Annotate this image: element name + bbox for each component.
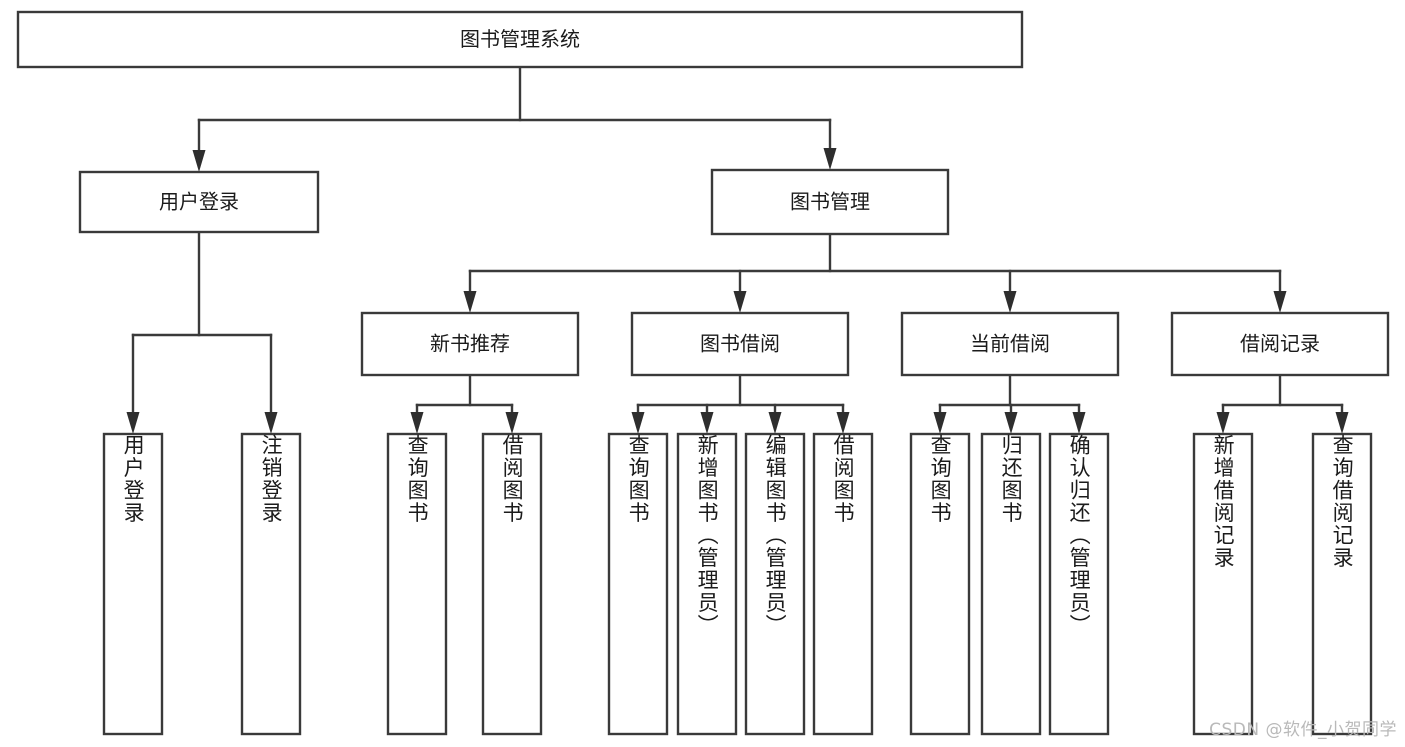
node-label-book-manage: 图书管理 [790, 190, 870, 214]
arrow-head-icon [1003, 291, 1017, 313]
arrow-head-icon [126, 412, 140, 434]
node-box-leaf-logout-login[interactable] [240, 432, 302, 736]
arrow-head-icon [631, 412, 645, 434]
arrow-head-icon [192, 150, 206, 172]
node-box-new-book-recommend[interactable] [360, 311, 580, 377]
node-box-leaf-edit-book-admin[interactable] [744, 432, 806, 736]
arrow-head-icon [733, 291, 747, 313]
node-label-book-borrow: 图书借阅 [700, 332, 780, 356]
arrow-head-icon [1004, 412, 1018, 434]
node-box-leaf-add-borrow-record[interactable] [1192, 432, 1254, 736]
node-box-leaf-query-borrow-record[interactable] [1311, 432, 1373, 736]
arrow-head-icon [768, 412, 782, 434]
node-box-leaf-borrow-book-2[interactable] [812, 432, 874, 736]
arrow-head-icon [264, 412, 278, 434]
node-label-root: 图书管理系统 [460, 27, 580, 51]
node-box-leaf-return-book[interactable] [980, 432, 1042, 736]
node-box-leaf-query-book-1[interactable] [386, 432, 448, 736]
node-box-leaf-confirm-return-admin[interactable] [1048, 432, 1110, 736]
arrow-head-icon [1273, 291, 1287, 313]
node-box-root[interactable] [16, 10, 1024, 69]
arrow-head-icon [823, 148, 837, 170]
node-label-current-borrow: 当前借阅 [970, 332, 1050, 356]
arrow-head-icon [505, 412, 519, 434]
arrow-head-icon [1072, 412, 1086, 434]
connector-layer [126, 65, 1349, 434]
node-box-book-borrow[interactable] [630, 311, 850, 377]
node-box-layer [16, 10, 1390, 736]
watermark-text: CSDN @软件_小贺同学 [1209, 720, 1397, 740]
node-box-book-manage[interactable] [710, 168, 950, 236]
node-box-user-login[interactable] [78, 170, 320, 234]
node-label-new-book-recommend: 新书推荐 [430, 332, 510, 356]
node-label-user-login: 用户登录 [159, 190, 239, 214]
arrow-head-icon [1216, 412, 1230, 434]
node-box-current-borrow[interactable] [900, 311, 1120, 377]
node-box-leaf-user-login[interactable] [102, 432, 164, 736]
arrow-head-icon [700, 412, 714, 434]
node-box-leaf-query-book-2[interactable] [607, 432, 669, 736]
arrow-head-icon [463, 291, 477, 313]
arrow-head-icon [410, 412, 424, 434]
node-box-leaf-query-book-3[interactable] [909, 432, 971, 736]
node-label-borrow-records: 借阅记录 [1240, 332, 1320, 356]
arrow-head-icon [836, 412, 850, 434]
node-box-leaf-add-book-admin[interactable] [676, 432, 738, 736]
node-box-borrow-records[interactable] [1170, 311, 1390, 377]
node-box-leaf-borrow-book-1[interactable] [481, 432, 543, 736]
arrow-head-icon [1335, 412, 1349, 434]
arrow-head-icon [933, 412, 947, 434]
